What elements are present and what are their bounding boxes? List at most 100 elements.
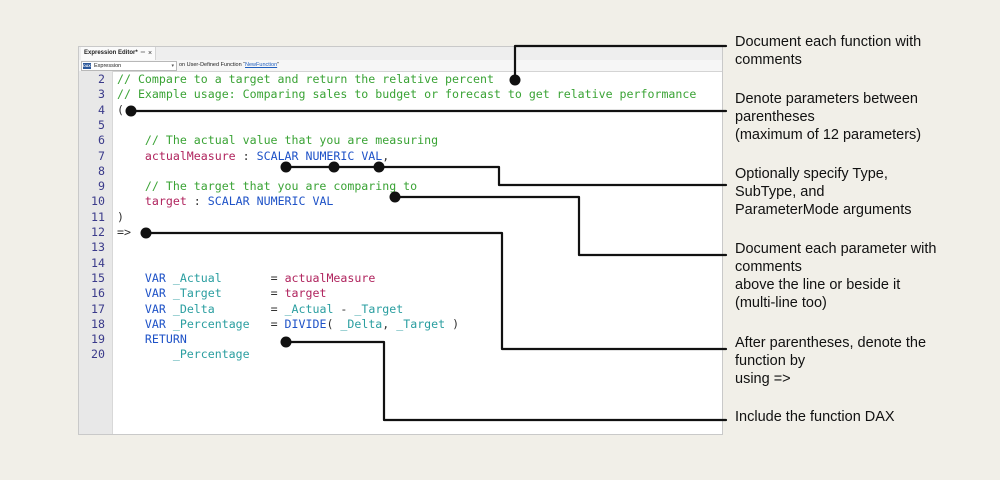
code-token-keyword: RETURN <box>144 332 187 347</box>
dax-icon: DAX <box>83 63 91 69</box>
code-line[interactable]: 13 <box>79 240 722 255</box>
line-number: 9 <box>98 179 105 194</box>
scope-prefix: on User-Defined Function “ <box>179 62 246 68</box>
code-token-var: _Percentage <box>172 316 250 331</box>
pin-icon[interactable]: ═ <box>140 50 145 56</box>
code-token-plain <box>117 302 145 316</box>
code-line[interactable]: 18 VAR _Percentage = DIVIDE( _Delta, _Ta… <box>79 317 722 332</box>
code-line[interactable]: 5 <box>79 118 722 133</box>
close-icon[interactable]: × <box>147 50 153 57</box>
line-number: 14 <box>91 255 105 270</box>
callout-type-arguments: Optionally specify Type, SubType, and Pa… <box>735 166 912 218</box>
code-text: ( <box>117 103 124 118</box>
code-area[interactable]: 2 // Compare to a target and return the r… <box>79 71 722 434</box>
line-number: 5 <box>98 117 105 132</box>
code-line[interactable]: 14 <box>79 256 722 271</box>
code-token-param: target <box>144 194 187 209</box>
code-line[interactable]: 16 VAR _Target = target <box>79 286 722 301</box>
code-token-var: _Delta <box>340 316 383 331</box>
code-token-plain <box>117 149 145 163</box>
code-token-param: target <box>284 286 327 301</box>
code-text: _Percentage <box>117 347 250 362</box>
code-text: // Example usage: Comparing sales to bud… <box>117 87 696 102</box>
code-line[interactable]: 8 <box>79 164 722 179</box>
code-token-var: _Actual <box>172 270 222 285</box>
code-token-keyword: VAR <box>144 316 166 331</box>
code-token-keyword: VAR <box>144 301 166 316</box>
line-number-gutter <box>79 71 113 434</box>
code-token-plain <box>117 271 145 285</box>
code-line[interactable]: 10 target : SCALAR NUMERIC VAL <box>79 194 722 209</box>
code-token-plain: , <box>382 316 397 331</box>
code-token-comment: // The target that you are comparing to <box>117 179 418 194</box>
code-line[interactable]: 2 // Compare to a target and return the r… <box>79 72 722 87</box>
line-number: 12 <box>91 225 105 239</box>
function-link[interactable]: NewFunction <box>245 62 278 68</box>
code-token-plain <box>166 271 173 285</box>
code-token-keyword: VAR <box>144 270 166 285</box>
code-text: // The actual value that you are measuri… <box>117 133 438 148</box>
code-line[interactable]: 15 VAR _Actual = actualMeasure <box>79 271 722 286</box>
code-token-comment: // Example usage: Comparing sales to bud… <box>117 87 697 102</box>
code-line[interactable]: 9 // The target that you are comparing t… <box>79 179 722 194</box>
code-text: ) <box>117 210 124 225</box>
code-token-plain: ) <box>445 316 460 331</box>
code-line[interactable]: 6 // The actual value that you are measu… <box>79 133 722 148</box>
callout-function-dax: Include the function DAX <box>735 409 895 425</box>
code-token-var: _Delta <box>172 301 215 316</box>
code-token-param: actualMeasure <box>144 148 236 163</box>
code-token-plain <box>117 286 145 300</box>
line-number: 8 <box>98 163 105 178</box>
chevron-down-icon[interactable]: ▾ <box>171 63 174 69</box>
code-line[interactable]: 7 actualMeasure : SCALAR NUMERIC VAL, <box>79 149 722 164</box>
code-token-plain: => <box>117 225 131 239</box>
line-number: 20 <box>91 347 105 362</box>
code-text: VAR _Target = target <box>117 286 327 301</box>
code-token-plain: = <box>221 286 285 301</box>
line-number: 4 <box>98 102 105 117</box>
line-number: 13 <box>91 240 105 255</box>
code-token-plain: = <box>249 316 285 331</box>
line-number: 19 <box>91 332 105 347</box>
code-token-plain <box>166 317 173 331</box>
expression-type-select[interactable]: DAX Expression ▾ <box>81 61 177 71</box>
callout-parameter-comments: Document each parameter with comments ab… <box>735 241 937 311</box>
code-token-plain: ) <box>117 209 124 224</box>
line-number: 15 <box>91 270 105 285</box>
tab-expression-editor[interactable]: Expression Editor* ═ × <box>81 47 157 60</box>
code-token-comment: // Compare to a target and return the re… <box>117 72 494 86</box>
line-number: 2 <box>98 72 105 86</box>
code-token-comment: // The actual value that you are measuri… <box>117 133 439 148</box>
code-token-param: actualMeasure <box>284 270 376 285</box>
code-token-plain: , <box>382 148 390 163</box>
code-text: VAR _Delta = _Actual - _Target <box>117 302 403 317</box>
scope-info: on User-Defined Function “NewFunction” <box>179 60 279 71</box>
code-line[interactable]: 19 RETURN <box>79 332 722 347</box>
code-text: // The target that you are comparing to <box>117 179 417 194</box>
code-token-var: _Target <box>396 316 446 331</box>
code-token-var: _Target <box>354 301 404 316</box>
code-line[interactable]: 11) <box>79 210 722 225</box>
code-token-plain: ( <box>326 316 341 331</box>
code-token-keyword: SCALAR NUMERIC VAL <box>207 194 334 209</box>
code-line[interactable]: 3// Example usage: Comparing sales to bu… <box>79 87 722 102</box>
callout-function-comments: Document each function with comments <box>735 34 922 68</box>
callout-arrow-syntax: After parentheses, denote the function b… <box>735 335 927 387</box>
code-token-plain <box>117 332 145 346</box>
tab-title: Expression Editor* <box>84 50 138 56</box>
code-text: VAR _Actual = actualMeasure <box>117 271 375 286</box>
code-line[interactable]: 4( <box>79 103 722 118</box>
callout-parentheses: Denote parameters between parentheses (m… <box>735 91 922 143</box>
code-token-keyword: SCALAR NUMERIC VAL <box>256 148 383 163</box>
code-line[interactable]: 12 => <box>79 225 722 240</box>
code-text: actualMeasure : SCALAR NUMERIC VAL, <box>117 149 389 164</box>
code-token-var: _Actual <box>284 301 334 316</box>
expression-type-value: Expression <box>94 63 122 69</box>
code-line[interactable]: 20 _Percentage <box>79 347 722 362</box>
line-number: 10 <box>91 194 105 209</box>
code-line[interactable]: 17 VAR _Delta = _Actual - _Target <box>79 302 722 317</box>
line-number: 6 <box>98 133 105 148</box>
code-token-var: _Percentage <box>172 347 250 362</box>
code-text: => <box>117 225 131 240</box>
code-token-plain: = <box>221 270 285 285</box>
